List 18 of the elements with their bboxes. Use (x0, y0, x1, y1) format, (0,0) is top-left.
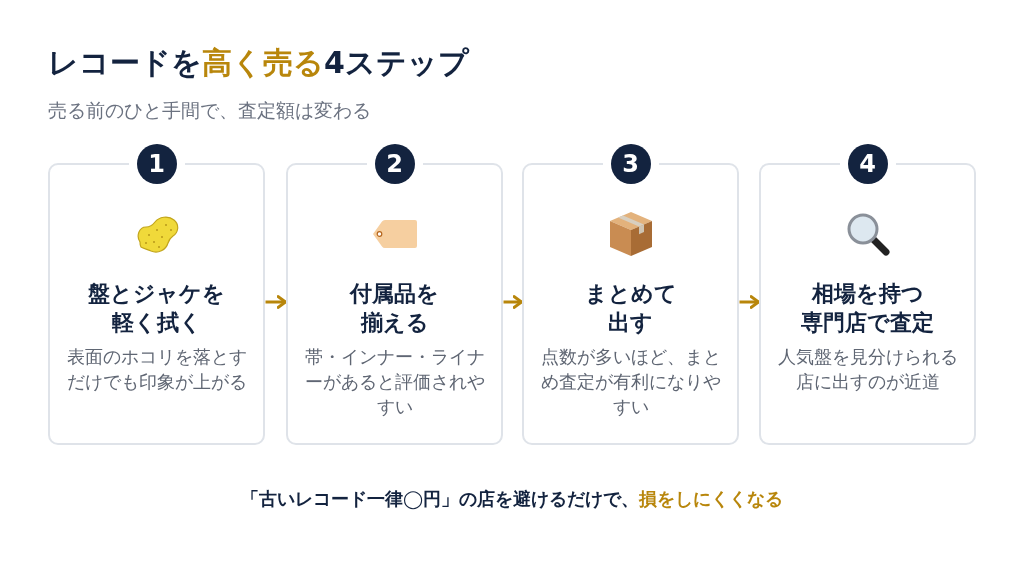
step-number-badge: 4 (847, 144, 888, 184)
step-description: 点数が多いほど、まとめ査定が有利になりやすい (540, 345, 721, 419)
arrow (503, 295, 523, 309)
step-number-badge: 2 (374, 144, 415, 184)
step-number-badge: 1 (136, 144, 177, 184)
arrow (265, 295, 287, 309)
subtitle: 売る前のひと手間で、査定額は変わる (48, 98, 371, 123)
step-heading: 相場を持つ専門店で査定 (801, 279, 934, 337)
step-heading: まとめて出す (584, 279, 677, 337)
step-heading: 付属品を揃える (350, 279, 439, 337)
step-description: 表面のホコリを落とすだけでも印象が上がる (66, 345, 247, 394)
step-heading: 盤とジャケを軽く拭く (88, 279, 225, 337)
step-description: 人気盤を見分けられる店に出すのが近道 (777, 345, 958, 394)
step-description: 帯・インナー・ライナーがあると評価されやすい (304, 345, 485, 419)
caption: 「古いレコード一律◯円」の店を避けるだけで、損をしにくくなる (240, 487, 784, 512)
step-number-badge: 3 (610, 144, 651, 184)
title: レコードを高く売る4ステップ (48, 44, 469, 82)
arrow (739, 295, 760, 309)
